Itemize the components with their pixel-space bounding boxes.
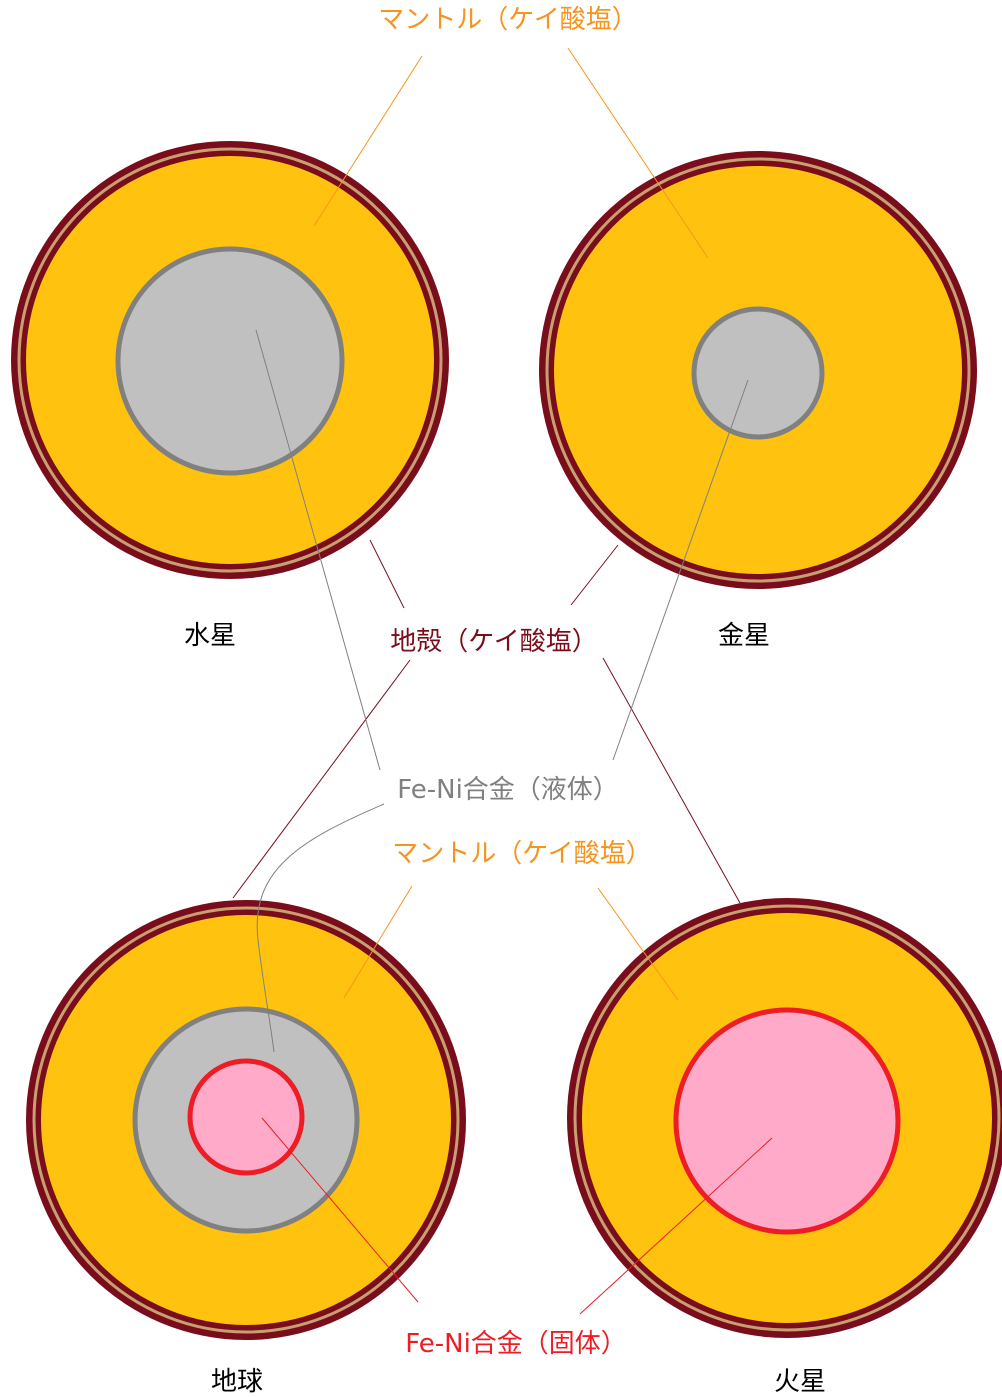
planet-label-earth: 地球 <box>211 1367 263 1397</box>
earth-cross-section <box>26 900 466 1340</box>
leader-mantle-earth <box>343 885 413 999</box>
planet-label-mercury: 水星 <box>184 621 236 651</box>
crust-label: 地殻（ケイ酸塩） <box>390 627 597 657</box>
solid-core-label: Fe-Ni合金（固体） <box>405 1329 627 1359</box>
leader-solid-earth <box>261 1117 419 1303</box>
mars-solid-core <box>673 1007 901 1235</box>
leader-crust-mars <box>602 657 741 904</box>
mantle-label-top: マントル（ケイ酸塩） <box>378 5 637 35</box>
mars-cross-section <box>567 898 1002 1338</box>
planet-label-venus: 金星 <box>718 621 770 651</box>
leader-crust-venus <box>570 544 619 606</box>
leader-mantle-mars <box>597 887 679 1001</box>
mercury-cross-section <box>11 141 449 579</box>
leader-crust-mercury <box>369 539 405 609</box>
mars-crust-stripe <box>573 904 1001 1332</box>
venus-liquid-core <box>691 306 825 440</box>
mantle-label-bottom: マントル（ケイ酸塩） <box>392 839 651 869</box>
earth-crust-stripe <box>32 906 460 1334</box>
liquid-core-label: Fe-Ni合金（液体） <box>397 775 619 805</box>
venus-cross-section <box>539 151 977 589</box>
mercury-liquid-core <box>115 246 345 476</box>
leader-mantle-venus <box>567 47 709 259</box>
leader-liquid-earth <box>256 803 385 1053</box>
venus-crust-stripe <box>545 157 971 583</box>
earth-solid-core <box>187 1058 305 1176</box>
leader-mantle-mercury <box>313 55 423 227</box>
leader-crust-earth <box>232 659 411 899</box>
mercury-crust-stripe <box>17 147 443 573</box>
leader-liquid-venus <box>612 379 749 761</box>
leader-liquid-mercury <box>255 329 381 771</box>
planet-label-mars: 火星 <box>774 1367 826 1397</box>
leader-solid-mars <box>579 1137 773 1315</box>
